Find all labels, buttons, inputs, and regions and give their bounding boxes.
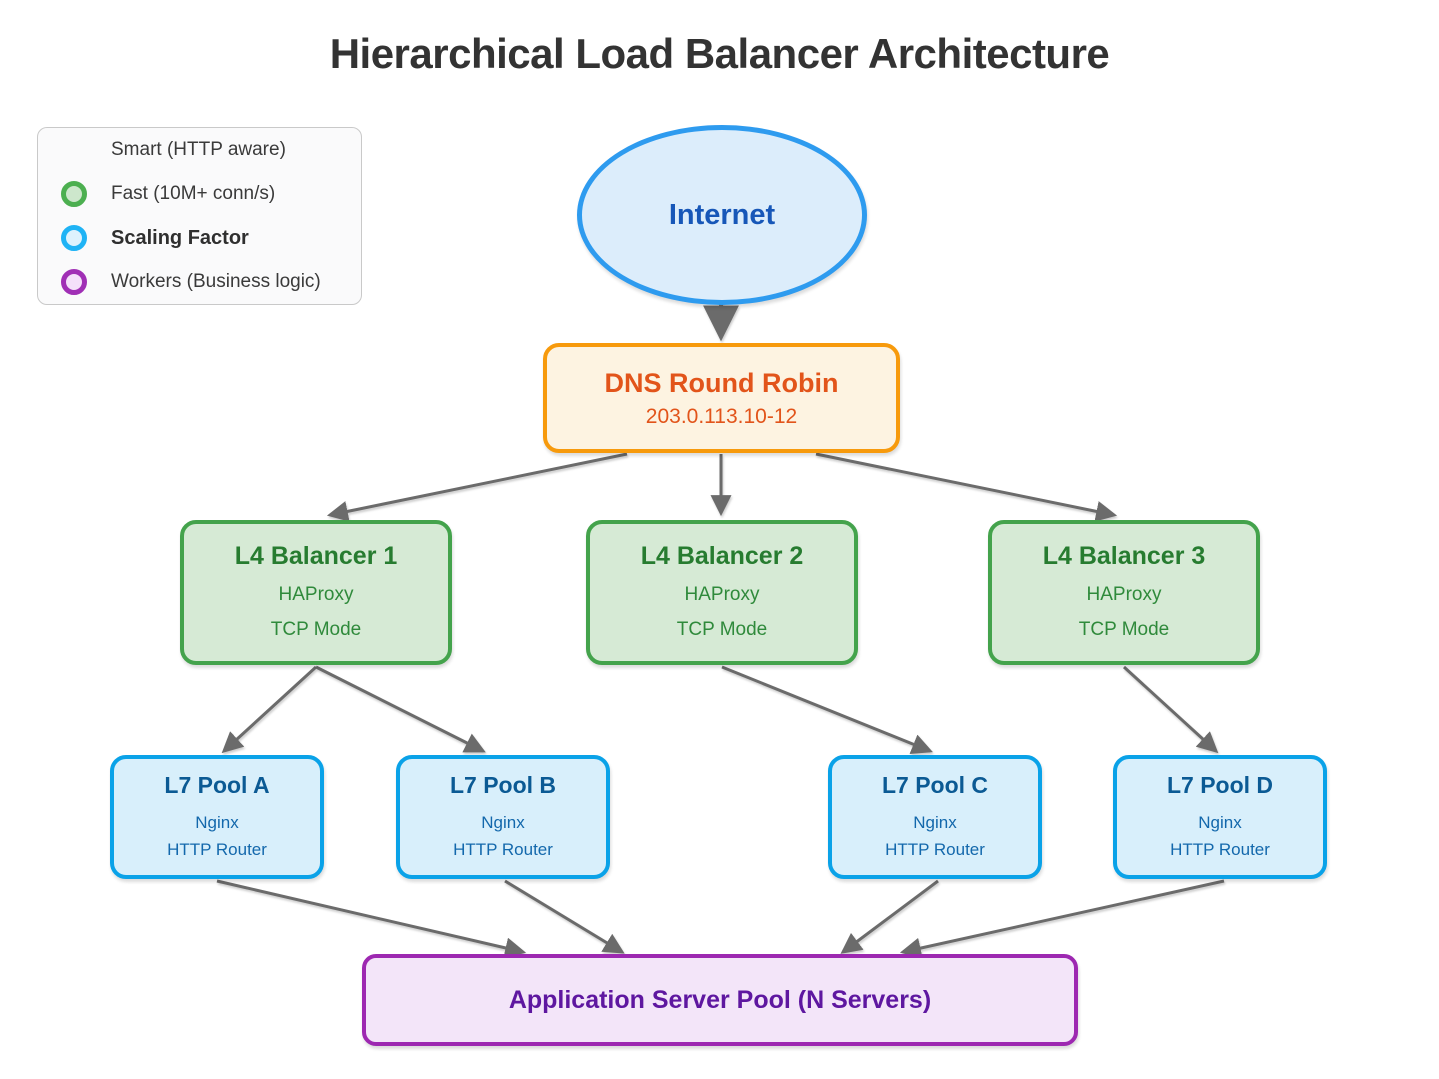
node-title: L7 Pool D xyxy=(1166,771,1274,798)
green-circle-icon xyxy=(61,181,87,207)
node-app-server-pool: Application Server Pool (N Servers) xyxy=(362,954,1078,1046)
node-title: L7 Pool B xyxy=(449,771,557,798)
node-l7-pool-c: L7 Pool C Nginx HTTP Router xyxy=(828,755,1042,879)
node-subtext: Nginx xyxy=(481,812,525,832)
legend-item-fast: Fast (10M+ conn/s) xyxy=(61,180,361,208)
node-l7-pool-b: L7 Pool B Nginx HTTP Router xyxy=(396,755,610,879)
node-l4-balancer-1: L4 Balancer 1 HAProxy TCP Mode xyxy=(180,520,452,665)
node-l7-pool-d: L7 Pool D Nginx HTTP Router xyxy=(1113,755,1327,879)
node-app-server-pool-label: Application Server Pool (N Servers) xyxy=(508,985,932,1014)
node-l7-pool-a: L7 Pool A Nginx HTTP Router xyxy=(110,755,324,879)
edge-l7b-app xyxy=(504,879,625,954)
node-subtext: HTTP Router xyxy=(885,839,985,859)
node-subtext: HAProxy xyxy=(1086,584,1162,605)
edge-l4b3-l7d xyxy=(1122,665,1219,754)
edge-l7a-app xyxy=(216,879,527,959)
node-subtext: HAProxy xyxy=(278,584,354,605)
node-l4-balancer-2: L4 Balancer 2 HAProxy TCP Mode xyxy=(586,520,858,665)
node-subtext: Nginx xyxy=(1198,812,1242,832)
node-dns-title: DNS Round Robin xyxy=(604,367,839,398)
legend-item-workers: Workers (Business logic) xyxy=(61,268,361,296)
legend: Smart (HTTP aware) Fast (10M+ conn/s) Sc… xyxy=(37,127,362,305)
node-title: L4 Balancer 3 xyxy=(1042,542,1206,570)
node-subtext: HAProxy xyxy=(684,584,760,605)
node-title: L7 Pool C xyxy=(881,771,989,798)
node-subtext: HTTP Router xyxy=(167,839,267,859)
edge-l4b1-l7a xyxy=(221,665,318,754)
node-subtext: TCP Mode xyxy=(1078,619,1170,640)
node-internet: Internet xyxy=(577,125,867,305)
node-dns-ip-range: 203.0.113.10-12 xyxy=(645,404,798,428)
node-subtext: HTTP Router xyxy=(1170,839,1270,859)
legend-empty-marker xyxy=(61,137,87,163)
node-subtext: TCP Mode xyxy=(270,619,362,640)
node-title: L4 Balancer 1 xyxy=(234,542,398,570)
legend-item-label: Workers (Business logic) xyxy=(111,271,321,292)
legend-item-label: Fast (10M+ conn/s) xyxy=(111,183,276,204)
legend-item-smart: Smart (HTTP aware) xyxy=(61,136,361,164)
legend-item-label: Scaling Factor xyxy=(111,226,249,249)
legend-item-scaling: Scaling Factor xyxy=(61,224,361,252)
node-internet-label: Internet xyxy=(668,198,776,231)
edge-dns-l4b1 xyxy=(326,452,628,522)
edge-l7c-app xyxy=(840,879,939,954)
node-l4-balancer-3: L4 Balancer 3 HAProxy TCP Mode xyxy=(988,520,1260,665)
blue-circle-icon xyxy=(61,225,87,251)
page-title: Hierarchical Load Balancer Architecture xyxy=(329,30,1110,77)
edge-dns-l4b3 xyxy=(815,452,1118,522)
edge-l7d-app xyxy=(899,879,1225,959)
node-subtext: Nginx xyxy=(195,812,239,832)
legend-item-label: Smart (HTTP aware) xyxy=(111,139,286,160)
node-subtext: TCP Mode xyxy=(676,619,768,640)
purple-circle-icon xyxy=(61,269,87,295)
edge-l4b1-l7b xyxy=(315,665,486,753)
edge-l4b2-l7c xyxy=(721,665,933,755)
node-title: L7 Pool A xyxy=(164,771,270,798)
node-dns-round-robin: DNS Round Robin 203.0.113.10-12 xyxy=(543,343,900,453)
node-subtext: Nginx xyxy=(913,812,957,832)
node-subtext: HTTP Router xyxy=(453,839,553,859)
node-title: L4 Balancer 2 xyxy=(640,542,804,570)
